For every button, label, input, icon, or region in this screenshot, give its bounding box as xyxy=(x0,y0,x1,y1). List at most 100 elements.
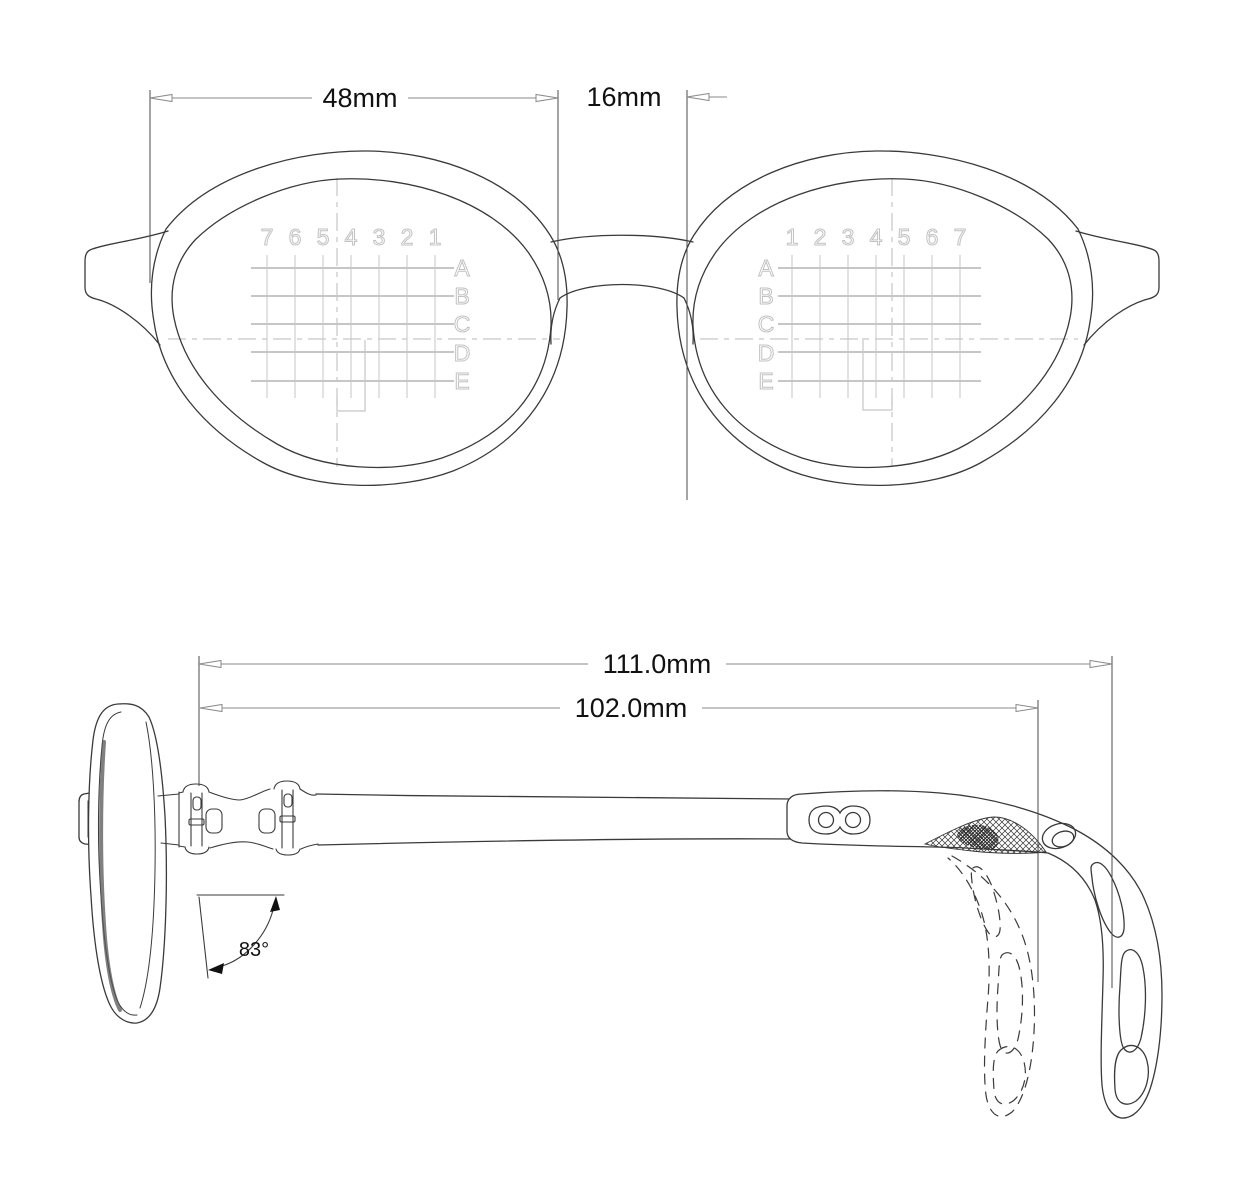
ghost-hole-bottom xyxy=(992,1045,1026,1105)
nose-pad-tab xyxy=(78,791,97,846)
right-lens-grid-labels: 1 2 3 4 5 6 7 A B C D E xyxy=(757,224,967,395)
left-rim-outer xyxy=(150,150,568,487)
side-extension-lines xyxy=(198,656,1113,988)
grid-row-label: E xyxy=(758,368,773,394)
ghost-slot-middle xyxy=(996,952,1024,1054)
grid-col-label: 4 xyxy=(870,224,883,250)
grid-row-label: D xyxy=(454,340,471,366)
grid-col-label: 3 xyxy=(842,224,855,250)
bridge-width-dimension-label: 16mm xyxy=(586,82,661,112)
grid-row-label: A xyxy=(758,255,774,281)
left-endpiece xyxy=(84,230,169,346)
lens-width-dimension-label: 48mm xyxy=(322,83,397,113)
arrowhead xyxy=(1089,659,1113,669)
temple-arm-bottom-edge xyxy=(317,838,795,846)
grid-col-label: 5 xyxy=(898,224,911,250)
side-dimension-lines xyxy=(198,659,1113,713)
grid-col-label: 1 xyxy=(429,224,442,250)
hinge-screw-front xyxy=(182,783,210,855)
angle-arrowhead-top xyxy=(270,896,280,912)
total-temple-length-label: 111.0mm xyxy=(603,649,712,679)
front-extension-lines xyxy=(149,90,688,500)
arrowhead xyxy=(686,92,710,102)
grid-row-label: C xyxy=(758,311,775,337)
lug-bottom-edge xyxy=(160,842,180,846)
grid-col-label: 1 xyxy=(786,224,799,250)
grid-col-label: 7 xyxy=(954,224,967,250)
screw-bottom-cap xyxy=(184,846,210,855)
front-dimensions: 48mm 16mm xyxy=(149,82,727,500)
angle-arc xyxy=(221,909,274,967)
hinge-knuckle-front xyxy=(205,808,223,834)
arrowhead xyxy=(1015,703,1039,713)
right-endpiece xyxy=(1075,230,1160,346)
temple xyxy=(315,790,1163,1119)
hinge-top-edge xyxy=(178,788,317,801)
screw-slot xyxy=(192,796,202,811)
left-lens-grid-labels: 7 6 5 4 3 2 1 A B C D E xyxy=(260,224,471,395)
grid-col-label: 3 xyxy=(373,224,386,250)
hinge-knuckle-rear xyxy=(258,808,276,834)
arrowhead xyxy=(535,93,559,103)
temple-screw-hole-left xyxy=(817,811,835,829)
side-view: 111.0mm 102.0mm 83° xyxy=(78,649,1163,1119)
grid-col-label: 7 xyxy=(261,224,274,250)
left-lens-edge xyxy=(171,178,552,469)
grid-row-label: C xyxy=(454,311,471,337)
grid-col-label: 4 xyxy=(345,224,358,250)
left-lens-grid-columns xyxy=(266,255,436,398)
left-lens-grid xyxy=(168,178,560,467)
grid-row-label: A xyxy=(454,255,470,281)
pantoscopic-angle-annotation: 83° xyxy=(196,894,285,979)
temple-to-bend-length-label: 102.0mm xyxy=(575,693,688,723)
hinge-assembly xyxy=(157,780,319,856)
grid-row-label: E xyxy=(454,368,469,394)
arrowhead xyxy=(149,93,173,103)
screw-top-cap xyxy=(182,783,210,793)
grid-row-label: D xyxy=(758,340,775,366)
grid-col-label: 5 xyxy=(317,224,330,250)
right-lens-centerlines xyxy=(700,178,1078,467)
grid-col-label: 2 xyxy=(401,224,414,250)
bridge-flank-left xyxy=(550,297,561,345)
lug-top-edge xyxy=(157,793,180,797)
pantoscopic-angle-label: 83° xyxy=(239,939,269,961)
temple-screw-hole-right xyxy=(844,811,862,829)
temple-bend-hole-inner xyxy=(1051,830,1075,848)
side-lens-profile xyxy=(78,703,168,1024)
grid-col-label: 6 xyxy=(289,224,302,250)
lens-edge-shading xyxy=(99,740,122,1012)
front-view: 7 6 5 4 3 2 1 A B C D E 1 2 3 4 5 6 7 A … xyxy=(84,82,1160,500)
temple-arm-top-edge xyxy=(315,793,795,800)
hinge-bottom-edge xyxy=(178,841,319,850)
hatch-wedge-dark xyxy=(957,824,999,850)
temple-screw-boss-outline xyxy=(808,805,871,835)
front-dimension-lines xyxy=(149,92,727,103)
right-rim-outer xyxy=(676,150,1094,487)
temple-endpiece-outline xyxy=(786,790,1163,1119)
left-lens-centerlines xyxy=(168,178,560,467)
grid-row-label: B xyxy=(454,283,469,309)
ghost-slot-upper xyxy=(970,866,1001,938)
screw-bottom-cap xyxy=(275,848,301,856)
screw-top-cap xyxy=(273,780,301,790)
screw-nut xyxy=(188,818,205,826)
left-lens-seg-marker xyxy=(336,340,366,412)
arrowhead xyxy=(199,703,223,713)
bridge-top xyxy=(550,234,694,243)
right-lens-seg-marker xyxy=(862,338,893,411)
hinge-screw-rear xyxy=(273,780,301,856)
arrowhead xyxy=(198,659,222,669)
right-lens-grid-columns xyxy=(791,255,961,398)
angle-tilted-reference xyxy=(198,896,209,979)
grid-row-label: B xyxy=(758,283,773,309)
grid-col-label: 6 xyxy=(926,224,939,250)
side-dimensions: 111.0mm 102.0mm xyxy=(198,649,1113,988)
grid-col-label: 2 xyxy=(814,224,827,250)
screw-slot xyxy=(283,793,293,808)
right-lens-grid xyxy=(700,178,1078,467)
right-lens-edge xyxy=(692,178,1073,469)
temple-tip-ghost xyxy=(947,855,1036,1117)
